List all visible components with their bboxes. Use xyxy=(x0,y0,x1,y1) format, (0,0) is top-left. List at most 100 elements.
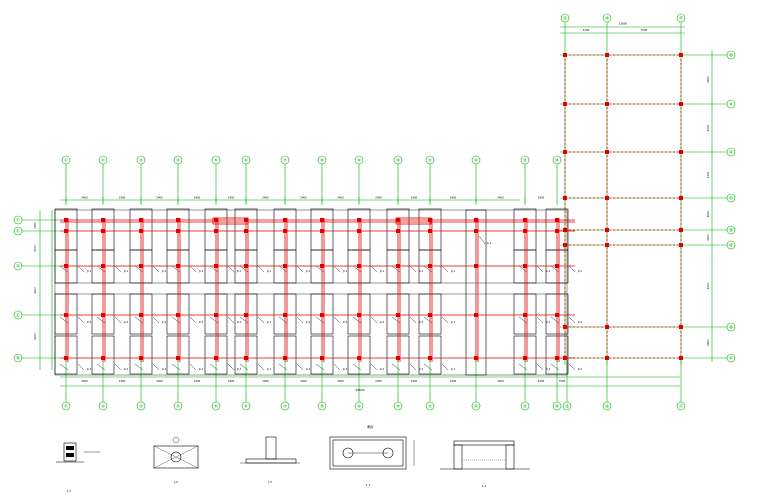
grid-bubble-bottom-3-circle xyxy=(136,401,146,411)
footing-label: JC-2 xyxy=(266,321,272,324)
column-marker xyxy=(320,264,324,268)
column-marker xyxy=(244,264,248,268)
column-marker xyxy=(283,218,287,222)
column-marker xyxy=(214,229,218,233)
leader-line xyxy=(77,316,85,324)
column-marker xyxy=(523,264,527,268)
dimension-text-top: 2400 xyxy=(300,196,307,200)
grid-bubble-top-3: ③ xyxy=(139,158,143,163)
detail-4 xyxy=(329,436,415,470)
column-marker xyxy=(101,218,105,222)
detail-4-inner xyxy=(332,439,404,467)
dimension-text-top: 2400 xyxy=(450,196,457,200)
footing-label: JC-1 xyxy=(342,270,348,273)
dimension-text-bottom: 2400 xyxy=(375,379,382,383)
leader-line xyxy=(518,316,528,324)
dimension-text-bottom: 2400 xyxy=(156,379,163,383)
column-marker-ext xyxy=(679,150,683,154)
column-marker xyxy=(283,356,287,360)
detail-1 xyxy=(56,442,100,463)
leader-line xyxy=(278,363,288,371)
column-marker xyxy=(64,229,68,233)
leader-line xyxy=(370,363,378,371)
grid-bubble-right-4-circle xyxy=(726,193,736,203)
leader-line xyxy=(227,363,235,371)
grid-bubble-bottom-1: ① xyxy=(64,404,68,409)
column-marker xyxy=(357,356,361,360)
grid-bubble-bottom-9: ⑨ xyxy=(357,404,361,409)
dimension-text-right: 4800 xyxy=(706,210,710,217)
column-marker-ext xyxy=(563,53,567,57)
detail-3 xyxy=(240,436,300,464)
leader-line xyxy=(209,363,219,371)
dimension-text-bottom: 7500 xyxy=(559,379,566,383)
leader-line xyxy=(391,363,401,371)
footing-label: JC-2 xyxy=(161,321,167,324)
detail-section-drawings xyxy=(56,436,530,470)
leader-line xyxy=(550,265,560,273)
grid-bubble-right-3-circle xyxy=(726,147,736,157)
leader-line xyxy=(518,363,528,371)
column-marker xyxy=(523,356,527,360)
detail-2-tag xyxy=(172,436,180,444)
column-marker xyxy=(64,264,68,268)
grid-bubble-top-7: ⑦ xyxy=(283,158,287,163)
column-marker xyxy=(64,313,68,317)
leader-line xyxy=(536,363,544,371)
leader-line xyxy=(227,316,235,324)
grid-bubble-top-12: ⑫ xyxy=(474,157,479,164)
grid-bubble-bottom-2: ② xyxy=(101,404,105,409)
footing-label: JC-3 xyxy=(236,368,242,371)
grid-bubble-top-10: ⑩ xyxy=(396,158,400,163)
column-marker-ext xyxy=(679,102,683,106)
grid-bubble-right-8-circle xyxy=(726,353,736,363)
leader-line xyxy=(171,363,181,371)
column-marker xyxy=(139,356,143,360)
grid-bubble-right-2: ㉑ xyxy=(729,101,734,108)
footing-label: JC-2 xyxy=(418,321,424,324)
leader-line xyxy=(568,363,576,371)
grid-bubble-right-3: ㉒ xyxy=(729,149,734,156)
dimension-text-right: 4200 xyxy=(706,124,710,131)
dimension-text-left: 4200 xyxy=(33,287,37,294)
detail-2-circle xyxy=(170,451,182,463)
leader-line xyxy=(550,316,560,324)
detail-5-subtitle: 1-1 xyxy=(482,484,487,488)
grid-bubble-left-4: Ⓒ xyxy=(16,312,21,319)
column-marker xyxy=(320,313,324,317)
leader-line xyxy=(423,363,433,371)
leader-line xyxy=(134,265,144,273)
leader-line xyxy=(278,316,288,324)
column-marker xyxy=(176,264,180,268)
footing-label: JC-1 xyxy=(577,270,583,273)
grid-bubble-bottom-8-circle xyxy=(317,401,327,411)
leader-line xyxy=(370,265,378,273)
detail-3-column xyxy=(265,436,277,460)
leader-line xyxy=(296,363,304,371)
leader-line xyxy=(59,265,69,273)
grid-bubble-top-8: ⑧ xyxy=(320,158,324,163)
leader-line xyxy=(441,265,449,273)
leader-line xyxy=(296,316,304,324)
grid-bubble-right-5-circle xyxy=(726,225,736,235)
column-marker xyxy=(555,218,559,222)
grid-bubble-top-2: ② xyxy=(101,158,105,163)
leader-line xyxy=(96,316,106,324)
leader-line xyxy=(296,265,304,273)
column-marker-ext xyxy=(563,150,567,154)
dimension-text-bottom: 2400 xyxy=(119,379,126,383)
column-marker-ext xyxy=(679,356,683,360)
beam-box-e2 xyxy=(395,217,432,225)
detail-5 xyxy=(440,440,530,470)
grid-bubble-bottom-17-circle xyxy=(676,401,686,411)
leader-line xyxy=(257,316,265,324)
grid-bubble-right-5: ㉔ xyxy=(729,227,734,234)
grid-bubble-bottom-14: ⑭ xyxy=(555,403,560,410)
grid-bubble-bottom-11-circle xyxy=(425,401,435,411)
dimension-text-bottom: 2400 xyxy=(411,379,418,383)
footing-label: JC-1 xyxy=(379,270,385,273)
leader-line xyxy=(239,265,249,273)
grid-bubble-bottom-15-circle xyxy=(562,401,572,411)
grid-bubble-bottom-17: ⑰ xyxy=(679,403,684,410)
